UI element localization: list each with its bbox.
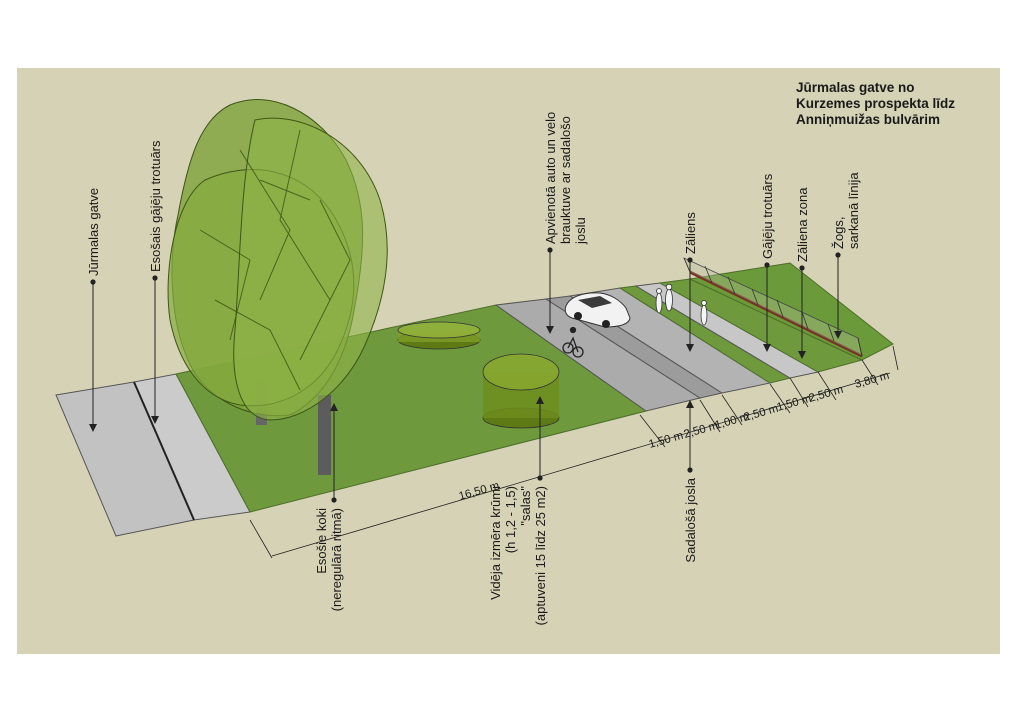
- leader-dot-zogs: [835, 252, 841, 258]
- label-esosie-koki-1: Esošie koki: [314, 508, 329, 574]
- dim-ext-f: [817, 371, 837, 401]
- dim-ext-h: [892, 345, 899, 371]
- leader-arrow-jurmalas: [89, 424, 97, 432]
- label-gajeju-trotuars: Gājēju trotuārs: [760, 173, 775, 259]
- dim-ext-a: [639, 414, 666, 448]
- label-apvienota-2: brauktuve ar sadalošo: [558, 116, 573, 244]
- leader-arrow-krumi: [536, 396, 544, 404]
- dim-ext-g: [861, 359, 879, 386]
- pedestrians: [655, 283, 708, 326]
- label-apvienota-1: Apvienotā auto un velo: [543, 112, 558, 244]
- leader-arrow-gajeju: [763, 344, 771, 352]
- leader-dot-apvienota: [547, 247, 553, 253]
- leader-dot-zaliens: [687, 257, 693, 263]
- leader-dot-sadaloša: [687, 467, 693, 473]
- dim-ext-c: [721, 394, 743, 426]
- title-line-2: Kurzemes prospekta līdz: [796, 96, 955, 111]
- label-apvienota-3: joslu: [573, 217, 588, 245]
- car: [564, 292, 631, 328]
- label-zaliens: Zāliens: [683, 212, 698, 254]
- label-krumi-3: "salas": [518, 486, 533, 526]
- label-zaliena-zona: Zāliena zona: [795, 187, 810, 262]
- sidewalk-curb: [133, 381, 195, 521]
- dim-ext-left: [249, 519, 273, 559]
- label-krumi-2: (h 1,2 - 1,5): [503, 486, 518, 553]
- leader-arrow-zaliena: [798, 351, 806, 359]
- label-zogs-1: Žogs,: [831, 216, 846, 249]
- grass-beyond-fence: [688, 262, 894, 361]
- cyclist: [562, 326, 584, 358]
- leader-arrow-koki: [330, 403, 338, 411]
- label-zogs-2: sarkanā līnija: [846, 172, 861, 249]
- dim-ext-e: [789, 377, 809, 408]
- leader-arrow-esosais: [151, 416, 159, 424]
- shrub-island-right: [482, 353, 560, 429]
- fence-posts: [683, 257, 863, 357]
- leader-dot-zaliena: [799, 265, 805, 271]
- dim-ext-b: [699, 399, 721, 433]
- leader-arrow-apvienota: [546, 326, 554, 334]
- shrub-island-left: [397, 321, 481, 350]
- title-line-1: Jūrmalas gatve no: [796, 80, 915, 95]
- label-sadaloša-josla: Sadalošā josla: [683, 477, 698, 562]
- title-line-3: Anniņmuižas bulvārim: [796, 112, 940, 127]
- label-krumi-1: Vidēja izmēra krūmi: [488, 486, 503, 600]
- label-krumi-4: (aptuveni 15 līdz 25 m2): [533, 486, 548, 625]
- dim-ext-d: [769, 383, 791, 414]
- leader-arrow-zogs: [834, 331, 842, 339]
- leader-arrow-sadaloša: [686, 400, 694, 408]
- leader-dot-gajeju: [764, 262, 770, 268]
- label-jurmalas-gatve: Jūrmalas gatve: [86, 188, 101, 276]
- label-esosie-koki-2: (neregulārā ritmā): [329, 508, 344, 611]
- leader-arrow-zaliens: [686, 344, 694, 352]
- dim-line-main: [271, 372, 891, 557]
- label-esosais-trotuars: Esošais gājēju trotuārs: [148, 140, 163, 272]
- leader-dot-esosais: [152, 275, 158, 281]
- existing-trees: [167, 99, 388, 475]
- leader-dot-jurmalas: [90, 279, 96, 285]
- leader-dot-koki: [331, 497, 337, 503]
